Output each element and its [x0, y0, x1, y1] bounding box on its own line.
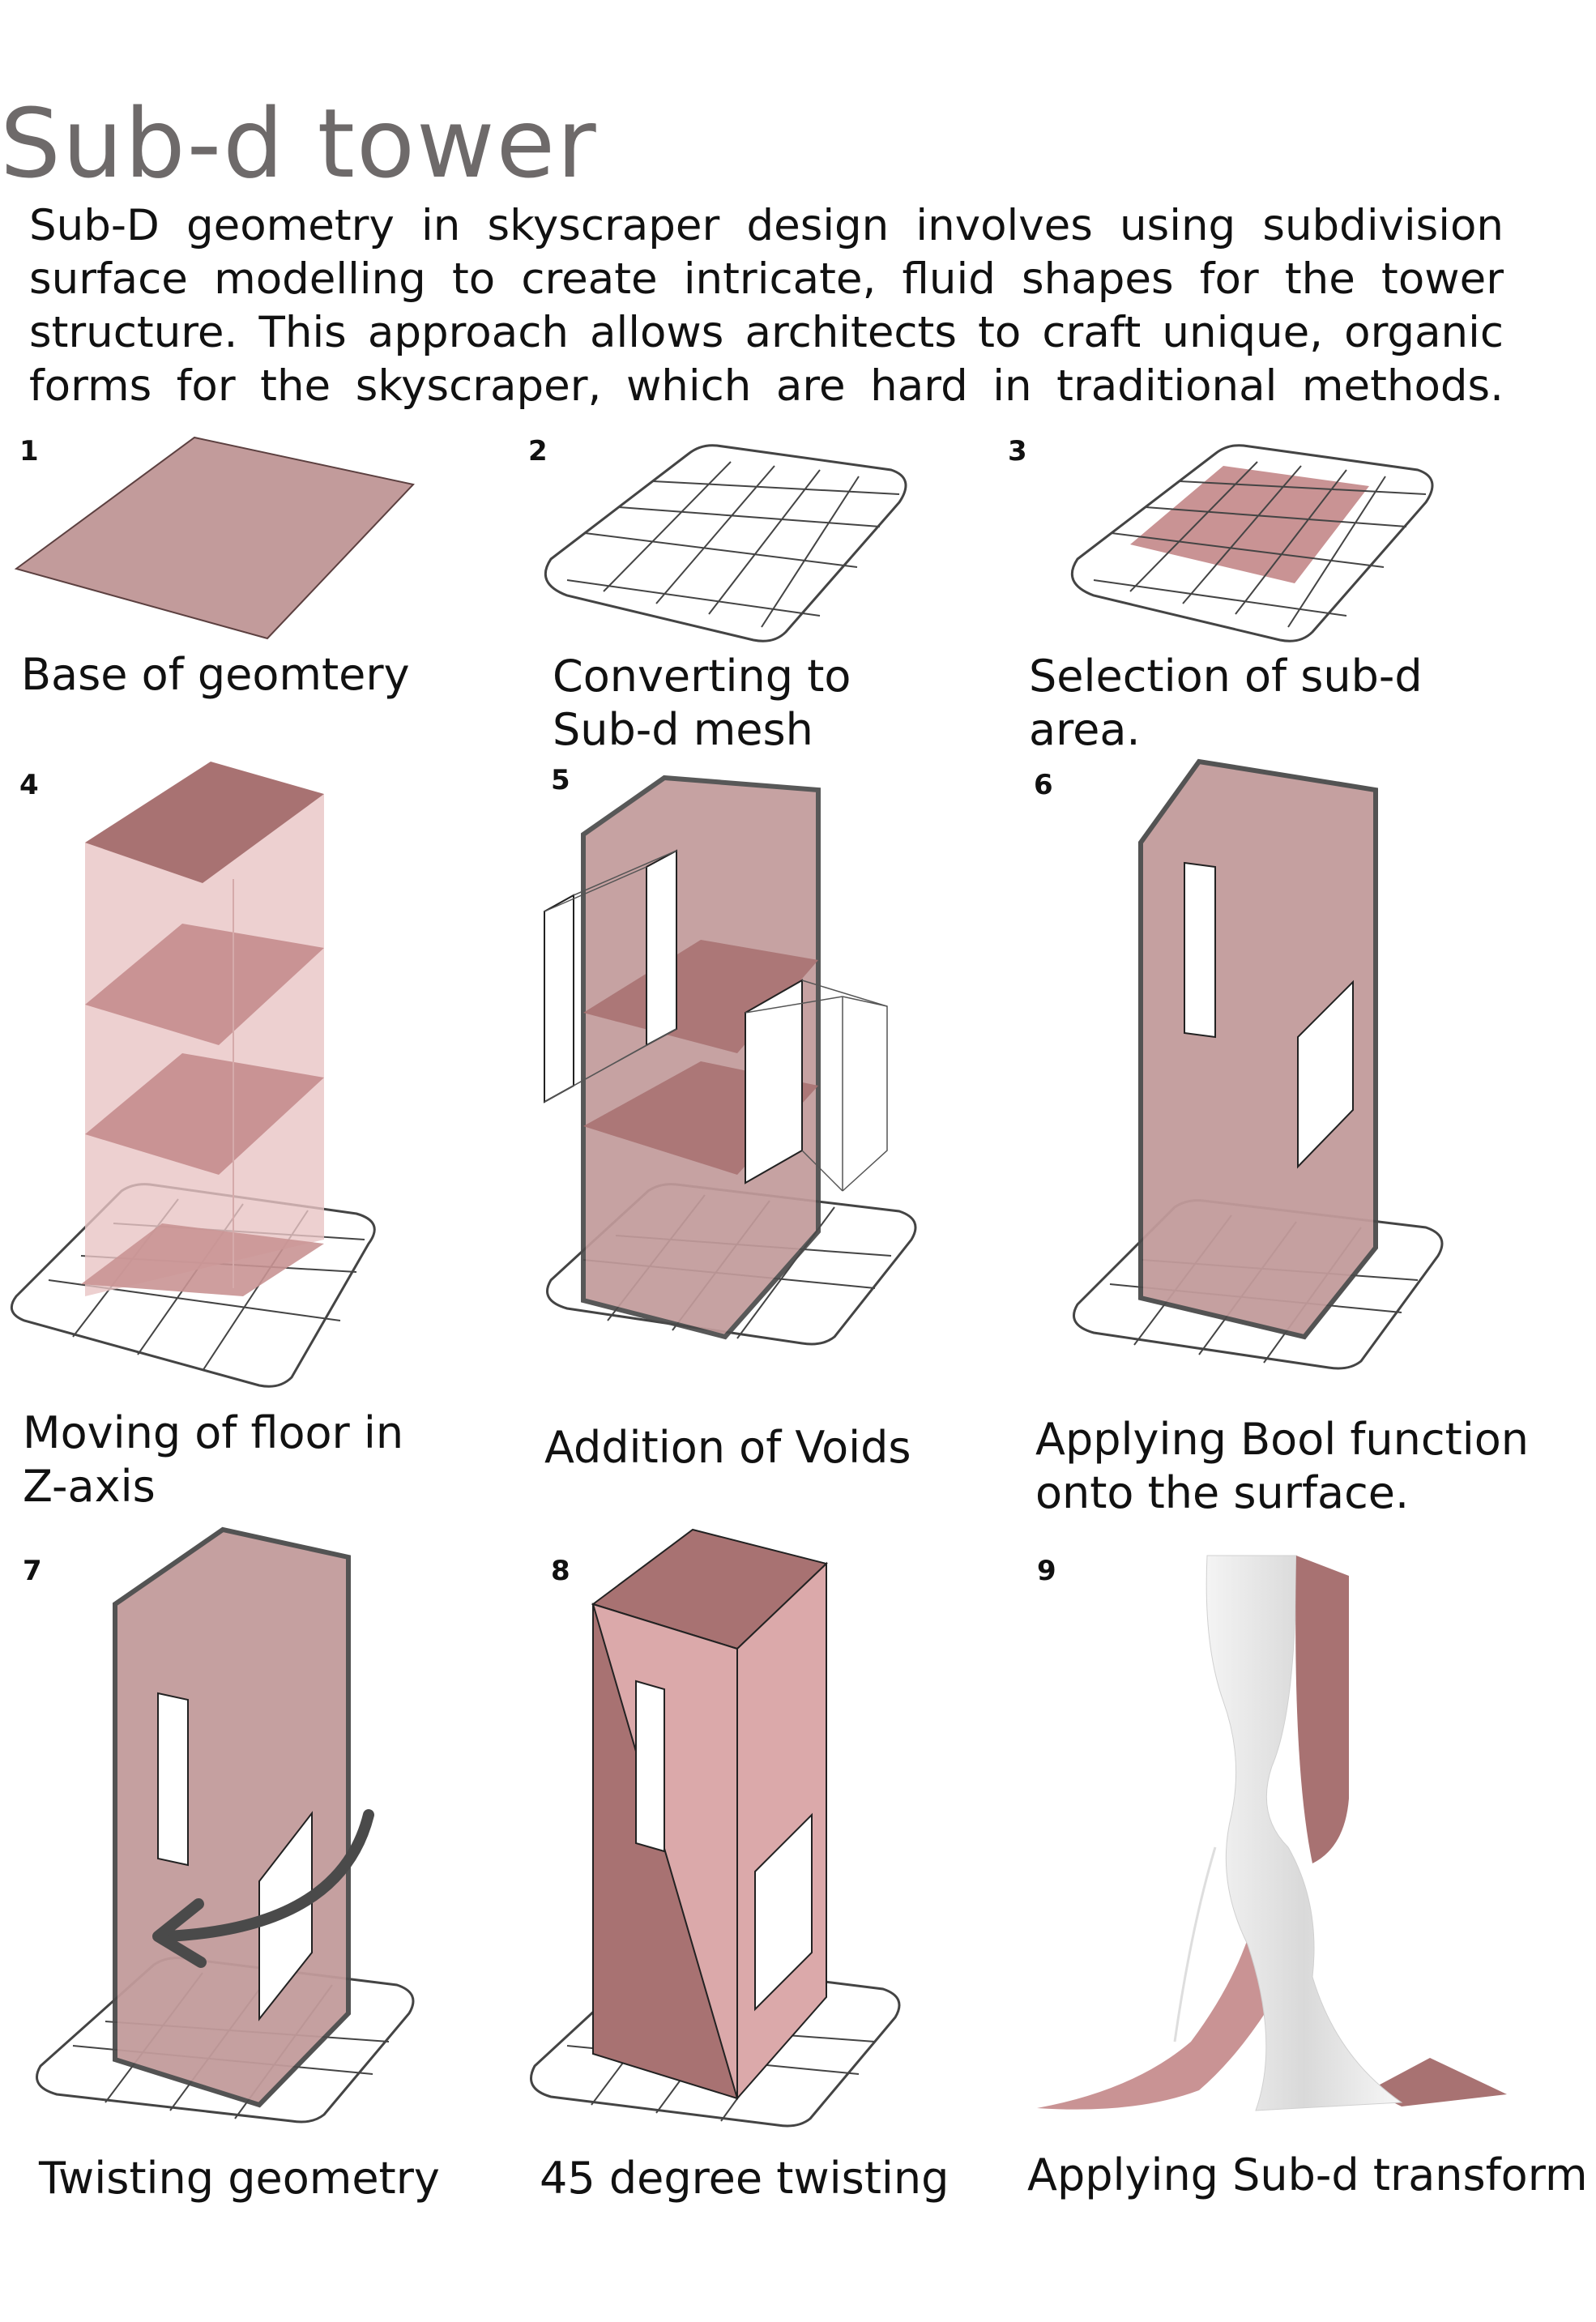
- void-opening: [635, 1680, 665, 1853]
- caption-line: 45 degree twisting: [540, 2153, 949, 2204]
- step-8-twisting: [530, 1528, 901, 2128]
- caption-line: Selection of sub-d: [1029, 651, 1423, 702]
- caption-line: Moving of floor in: [23, 1407, 404, 1458]
- caption-line: onto the surface.: [1035, 1467, 1410, 1518]
- void-opening: [1297, 980, 1354, 1169]
- caption-line: Z-axis: [23, 1461, 156, 1512]
- step-9-subd-transform: [1037, 1555, 1507, 2111]
- step-7-caption: Twisting geometry: [39, 2152, 440, 2205]
- caption-line: Twisting geometry: [39, 2153, 440, 2204]
- void-opening: [754, 1812, 813, 2012]
- step-number-5: 5: [551, 764, 570, 796]
- step-number-2: 2: [528, 435, 548, 467]
- step-7-twist: [36, 1526, 415, 2124]
- caption-line: Applying Sub-d transform: [1027, 2149, 1588, 2200]
- twist-arrow: [160, 1809, 374, 1942]
- void-opening: [157, 1692, 189, 1867]
- step-6-boolean: [1073, 758, 1444, 1370]
- page-title: Sub-d tower: [0, 88, 598, 199]
- step-number-1: 1: [19, 435, 39, 467]
- intro-paragraph: Sub-D geometry in skyscraper design invo…: [29, 199, 1504, 413]
- caption-line: Applying Bool function: [1035, 1414, 1530, 1465]
- step-9-caption: Applying Sub-d transform: [1027, 2149, 1588, 2202]
- step-1-illustration: [14, 436, 415, 640]
- step-number-3: 3: [1008, 435, 1027, 467]
- step-2-mesh: [544, 444, 907, 642]
- step-4-caption: Moving of floor in Z-axis: [23, 1406, 403, 1513]
- caption-line: Sub-d mesh: [553, 704, 813, 755]
- white-surface: [1206, 1555, 1403, 2111]
- void-opening: [1184, 861, 1216, 1039]
- tower-surface: [581, 775, 821, 1340]
- step-3-selection: [1070, 444, 1434, 642]
- caption-line: area.: [1029, 704, 1141, 755]
- caption-line: Addition of Voids: [544, 1422, 911, 1473]
- step-6-caption: Applying Bool function onto the surface.: [1035, 1413, 1529, 1520]
- step-5-caption: Addition of Voids: [544, 1421, 911, 1475]
- step-1-caption: Base of geomtery: [21, 648, 410, 702]
- step-5-voids: [544, 775, 917, 1346]
- pink-fin: [1295, 1556, 1349, 1863]
- step-number-8: 8: [551, 1555, 570, 1587]
- step-3-caption: Selection of sub-d area.: [1029, 650, 1423, 757]
- step-number-9: 9: [1037, 1555, 1056, 1587]
- sweep-base-right: [1369, 2058, 1507, 2106]
- intro-line: forms for the skyscraper, which are hard…: [29, 361, 1504, 411]
- tower-surface: [113, 1526, 351, 2108]
- step-number-7: 7: [23, 1555, 42, 1587]
- tower-side-face: [736, 1561, 827, 2101]
- caption-line: Base of geomtery: [21, 649, 410, 700]
- intro-line: surface modelling to create intricate, f…: [29, 254, 1504, 304]
- floor-3: [85, 1053, 324, 1175]
- step-number-4: 4: [19, 769, 39, 801]
- floor-2: [85, 924, 324, 1045]
- step-4-floors: [10, 762, 376, 1388]
- floor-base: [81, 1223, 324, 1296]
- intro-line: structure. This approach allows architec…: [29, 308, 1504, 357]
- step-8-caption: 45 degree twisting: [540, 2152, 949, 2205]
- step-2-caption: Converting to Sub-d mesh: [553, 650, 851, 757]
- base-plane: [14, 436, 415, 640]
- subd-mesh-grid: [544, 444, 907, 642]
- intro-line: Sub-D geometry in skyscraper design invo…: [29, 201, 1504, 250]
- floor-top: [85, 762, 324, 883]
- caption-line: Converting to: [553, 651, 851, 702]
- step-number-6: 6: [1034, 769, 1053, 801]
